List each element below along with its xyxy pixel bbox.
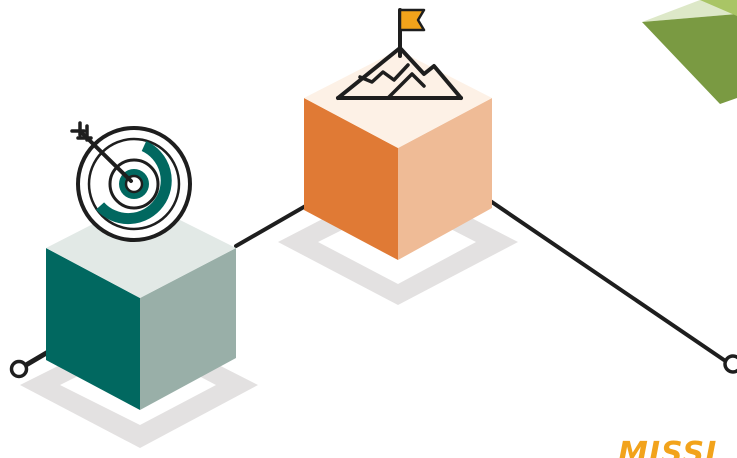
mission-heading-partial: MISSI: [618, 436, 717, 458]
target-with-arrow-icon: [72, 123, 190, 240]
cube-green: [642, 0, 737, 104]
